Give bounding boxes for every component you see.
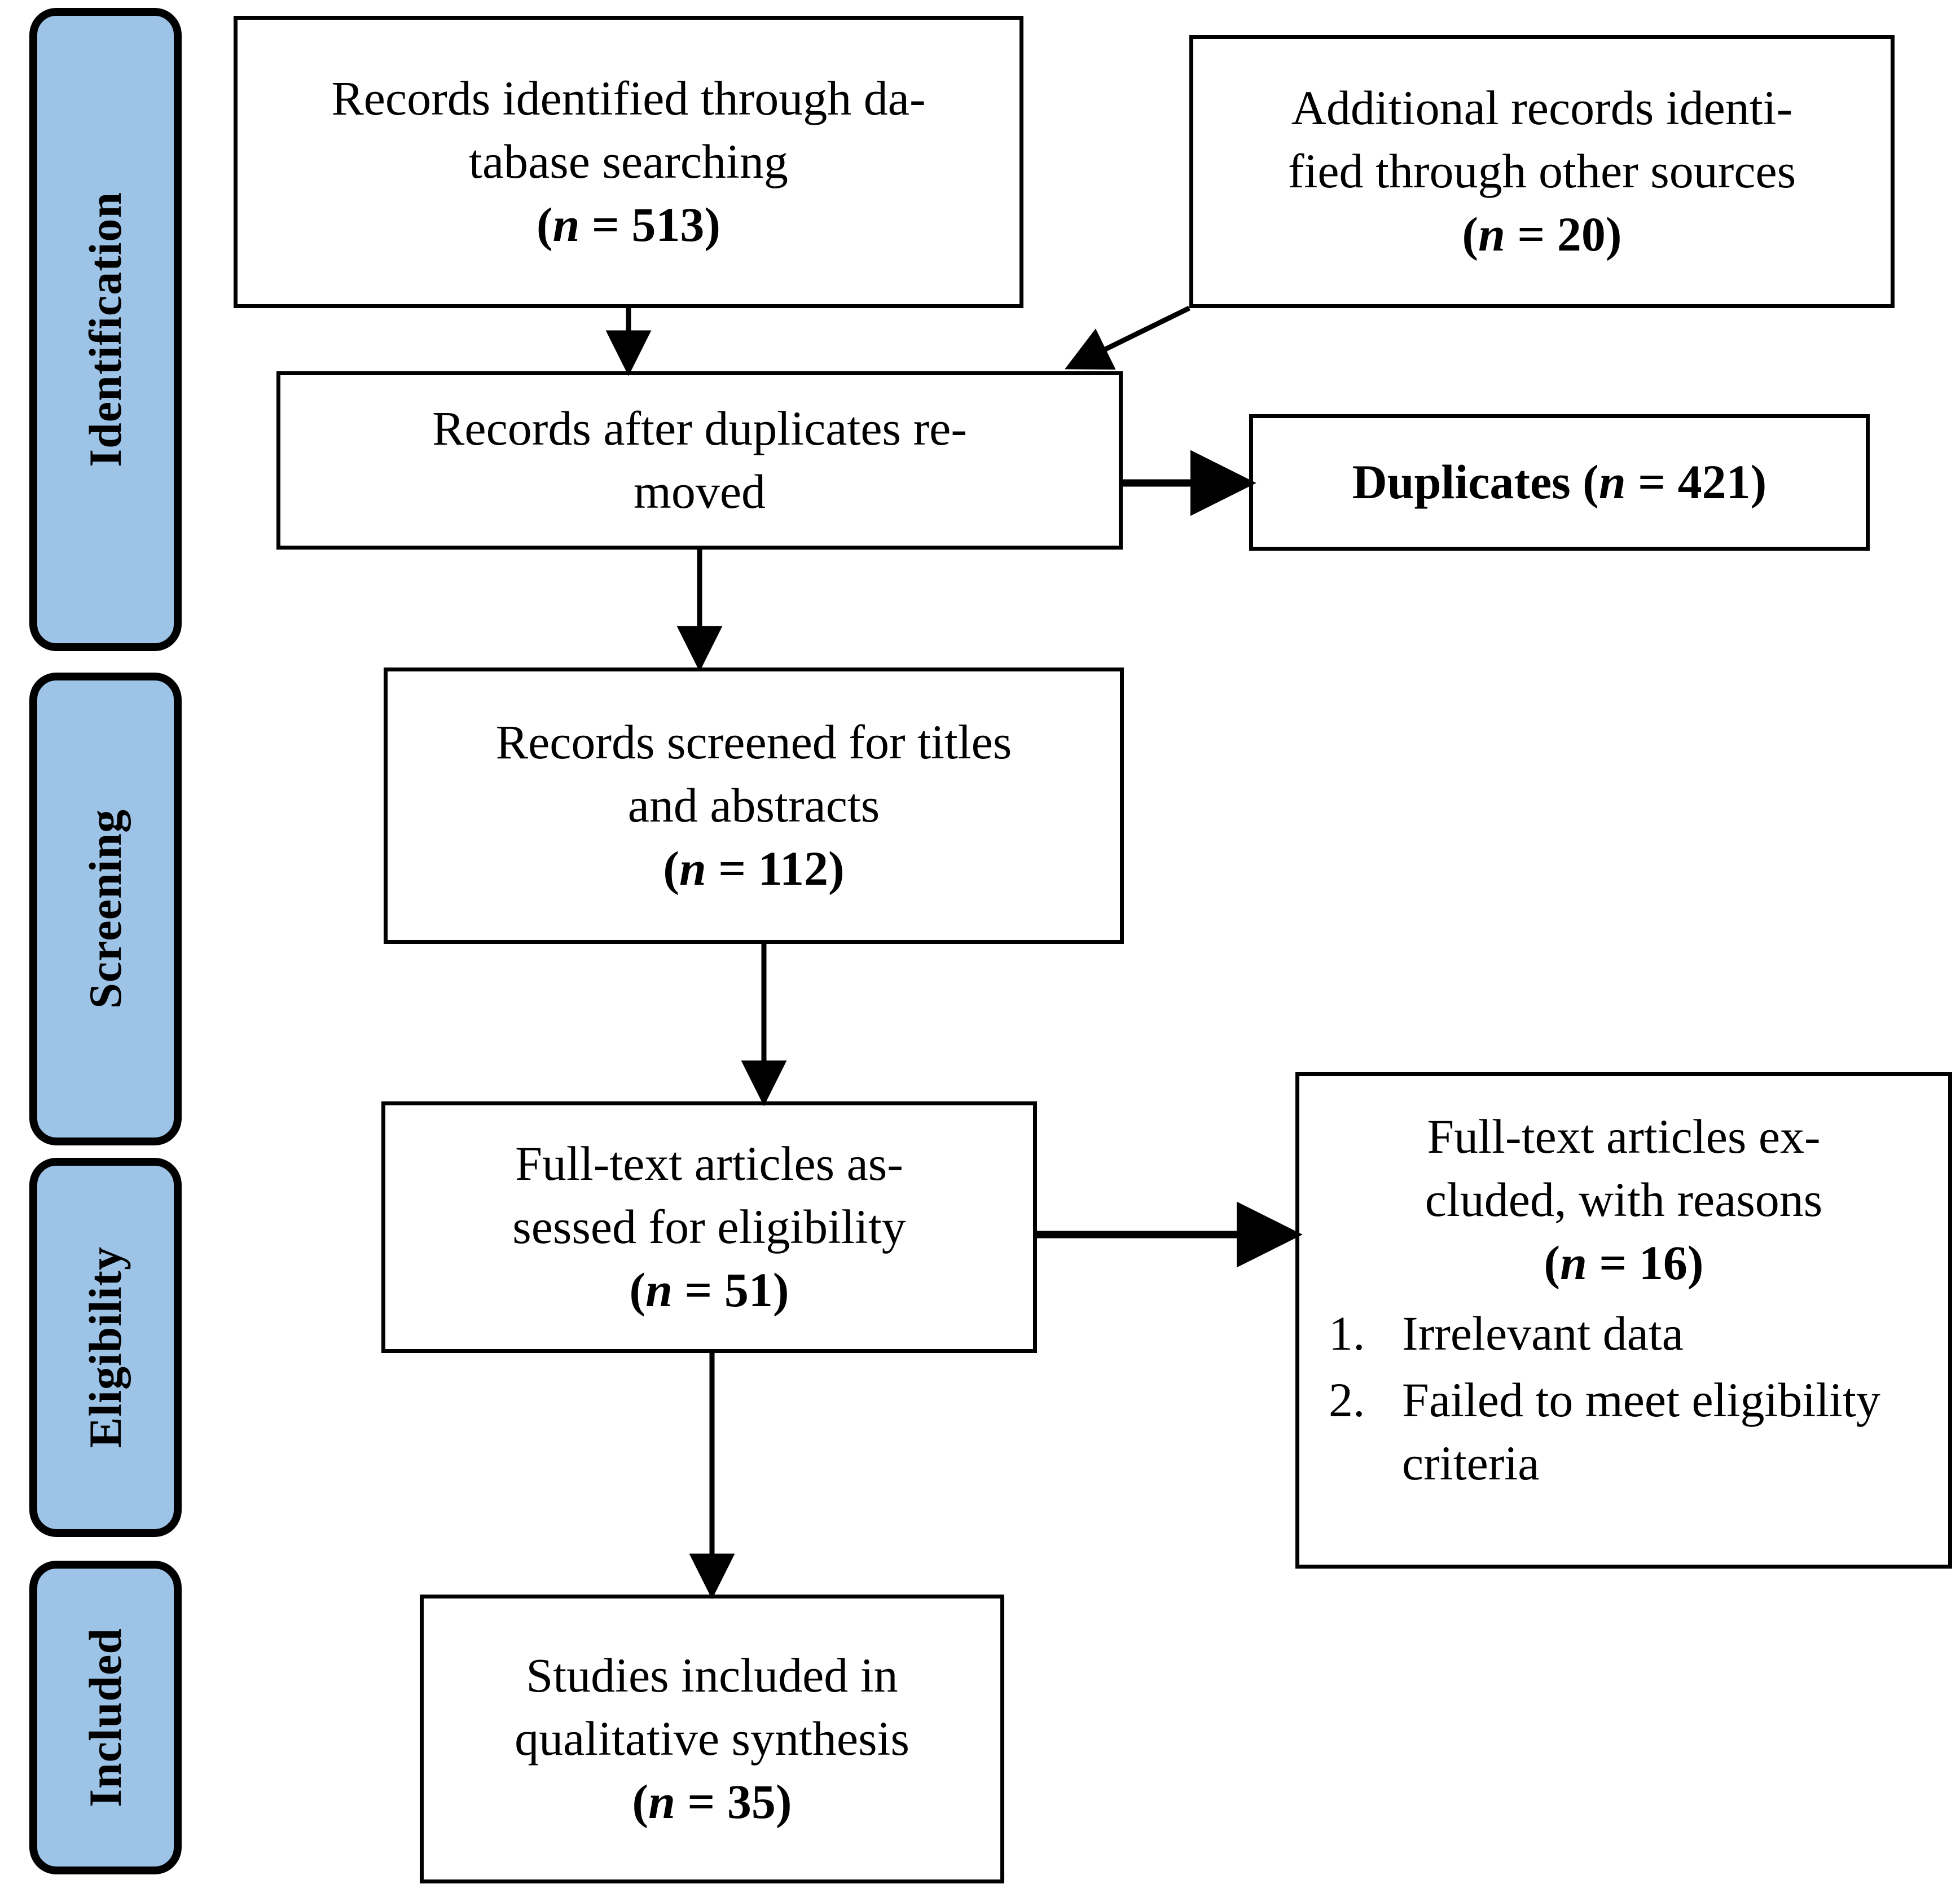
box-count: (n = 35) <box>632 1774 792 1829</box>
box-studies-included[interactable]: Studies included in qualitative synthesi… <box>420 1595 1004 1883</box>
box-line-1: Records after duplicates re- <box>432 401 967 456</box>
box-count: (n = 16) <box>1544 1235 1704 1290</box>
box-fulltext-excluded[interactable]: Full-text articles ex- cluded, with reas… <box>1295 1072 1952 1569</box>
box-duplicates-count: Duplicates (n = 421) <box>1352 455 1767 510</box>
stage-label-eligibility: Eligibility <box>80 1246 131 1448</box>
box-count: (n = 51) <box>629 1262 789 1317</box>
box-line-1: Studies included in <box>526 1648 898 1703</box>
stage-tab-identification[interactable]: Identification <box>29 8 182 651</box>
stage-label-screening: Screening <box>80 809 131 1009</box>
box-line-2: moved <box>633 464 766 519</box>
box-line-2: and abstracts <box>627 778 880 833</box>
box-line-2: fied through other sources <box>1287 144 1796 199</box>
stage-tab-included[interactable]: Included <box>29 1561 182 1874</box>
box-line-1: Records screened for titles <box>495 715 1012 770</box>
box-line-1: Additional records identi- <box>1291 81 1793 135</box>
box-records-identified-database[interactable]: Records identified through da- tabase se… <box>234 16 1023 308</box>
box-line-2: tabase searching <box>469 134 788 189</box>
box-line-2: qualitative synthesis <box>515 1711 909 1766</box>
stage-tab-eligibility[interactable]: Eligibility <box>29 1158 182 1537</box>
box-line-1: Records identified through da- <box>331 71 926 126</box>
stage-label-identification: Identification <box>80 192 131 467</box>
box-records-identified-other[interactable]: Additional records identi- fied through … <box>1189 35 1895 308</box>
box-line-1: Full-text articles ex- <box>1427 1109 1821 1163</box>
box-line-2: cluded, with reasons <box>1425 1172 1823 1227</box>
box-line-1: Full-text articles as- <box>515 1136 903 1191</box>
box-count: (n = 112) <box>663 841 845 895</box>
box-line-2: sessed for eligibility <box>512 1200 906 1254</box>
exclusion-reason-item: Failed to meet eligibility criteria <box>1377 1369 1938 1495</box>
excluded-heading: Full-text articles ex- cluded, with reas… <box>1309 1105 1938 1294</box>
box-count: (n = 20) <box>1462 207 1622 261</box>
box-fulltext-assessed[interactable]: Full-text articles as- sessed for eligib… <box>381 1101 1037 1353</box>
connector-other-to-dedup <box>1065 305 1190 370</box>
exclusion-reason-list: Irrelevant data Failed to meet eligibili… <box>1309 1302 1938 1498</box>
box-count: (n = 513) <box>536 197 721 252</box>
exclusion-reason-item: Irrelevant data <box>1377 1302 1938 1365</box>
box-duplicates[interactable]: Duplicates (n = 421) <box>1249 414 1870 551</box>
box-records-after-duplicates[interactable]: Records after duplicates re- moved <box>276 371 1123 550</box>
box-records-screened[interactable]: Records screened for titles and abstract… <box>384 667 1124 944</box>
stage-label-included: Included <box>80 1628 131 1807</box>
stage-tab-screening[interactable]: Screening <box>29 673 182 1145</box>
